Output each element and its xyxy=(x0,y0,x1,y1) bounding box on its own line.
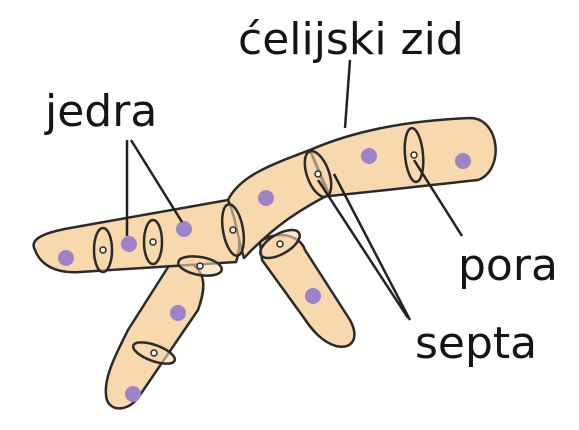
nucleus xyxy=(170,305,186,321)
pore xyxy=(411,152,417,158)
nucleus xyxy=(258,190,274,206)
pore xyxy=(230,227,236,233)
pore xyxy=(277,241,283,247)
nucleus xyxy=(58,250,74,266)
pore xyxy=(315,171,321,177)
label-septa: septa xyxy=(415,322,537,366)
nucleus xyxy=(361,148,377,164)
label-nuclei: jedra xyxy=(45,90,157,134)
pore xyxy=(151,350,157,356)
nucleus xyxy=(176,221,192,237)
leader-line-nuclei-2 xyxy=(131,140,182,222)
label-cell-wall: ćelijski zid xyxy=(238,18,464,62)
hypha-branch-lower xyxy=(106,258,204,408)
label-pore: pora xyxy=(458,244,558,288)
nucleus xyxy=(121,236,137,252)
pore xyxy=(197,263,203,269)
nucleus xyxy=(305,288,321,304)
leader-line-septa-2 xyxy=(334,174,410,320)
pore xyxy=(150,239,156,245)
nucleus xyxy=(125,386,141,402)
leader-line-cell-wall xyxy=(345,60,350,128)
pore xyxy=(100,247,106,253)
nucleus xyxy=(455,153,471,169)
